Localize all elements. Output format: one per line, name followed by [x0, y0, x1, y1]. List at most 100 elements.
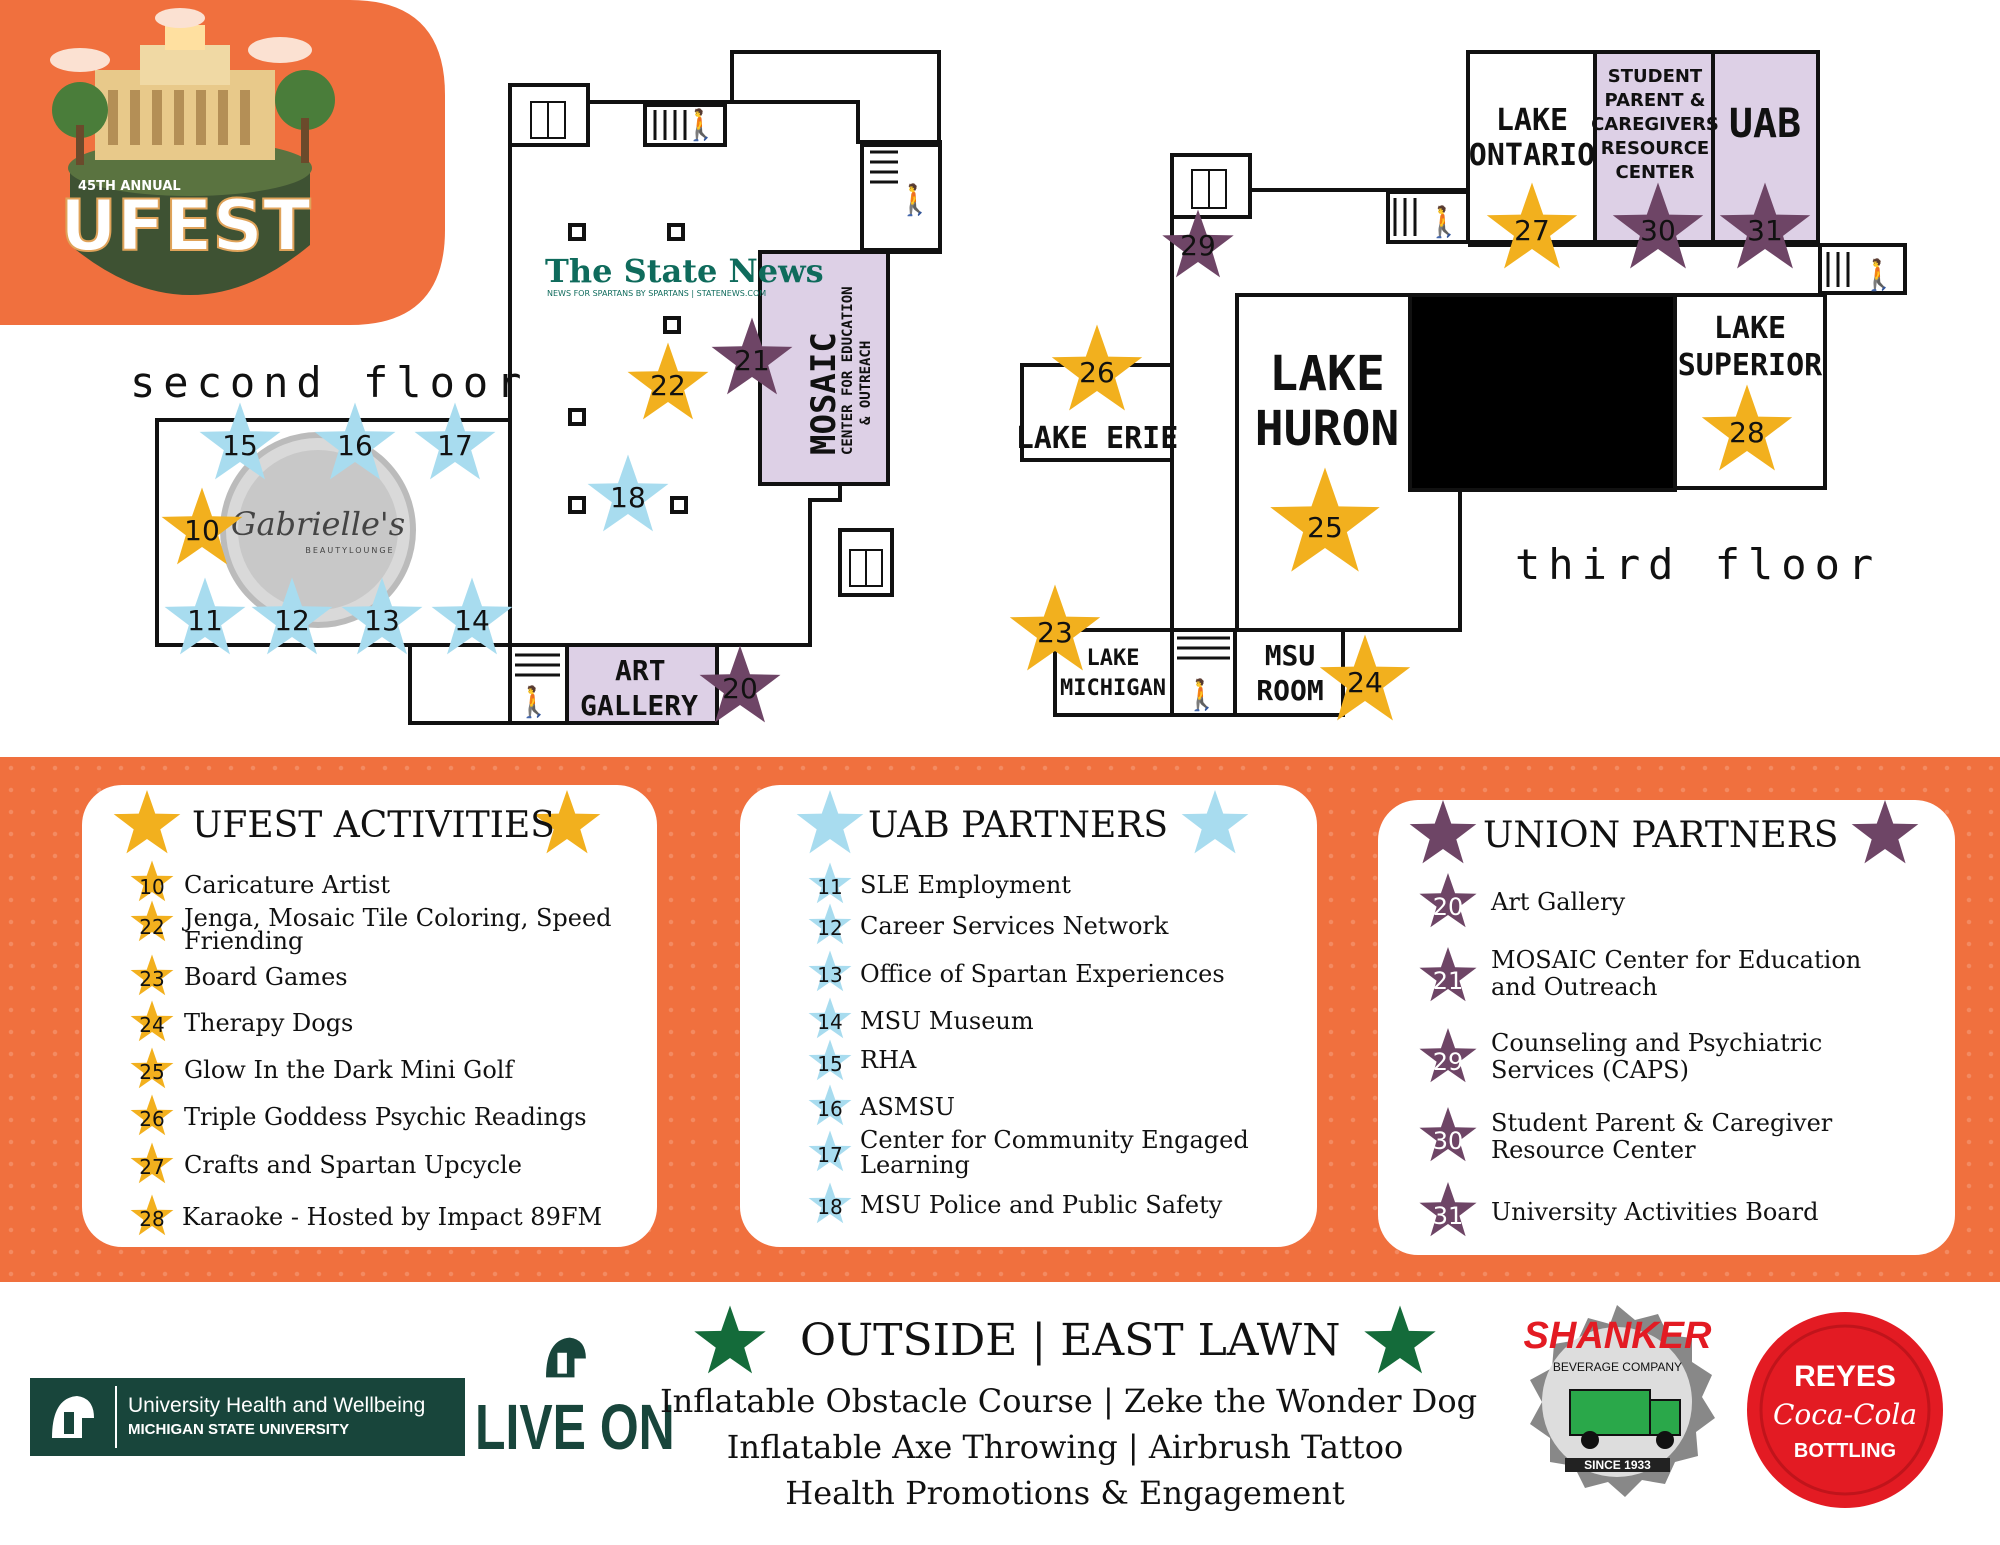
ufest-activities-card: UFEST ACTIVITIES 10 Caricature Artist 22… [82, 785, 657, 1247]
map-stars-layer: 15 16 17 10 11 12 13 14 18 20 21 22 23 2… [161, 182, 1811, 723]
legend-item: Counseling and Psychiatric Services (CAP… [1491, 1029, 1823, 1084]
legend-item: Caricature Artist [184, 871, 391, 899]
star-11-label: 11 [187, 604, 223, 637]
annual-label: 45TH ANNUAL [78, 179, 181, 194]
legend-num: 22 [139, 915, 165, 939]
legend-item: Therapy Dogs [184, 1009, 354, 1037]
outside-line1: Inflatable Obstacle Course | Zeke the Wo… [660, 1382, 1478, 1420]
third-floor-label: third floor [1515, 540, 1882, 589]
legend-item: Board Games [184, 963, 348, 991]
uab-partners-card: UAB PARTNERS 11 SLE Employment 12 Career… [740, 785, 1317, 1247]
legend-item: RHA [860, 1046, 917, 1074]
svg-text:🚶: 🚶 [896, 182, 933, 218]
legend-item: Center for Community Engaged Learning [860, 1126, 1249, 1179]
legend-item: SLE Employment [860, 871, 1071, 899]
live-on-text: LIVE ON [475, 1391, 675, 1463]
mosaic-sub2: & OUTREACH [858, 341, 874, 425]
mosaic-sub1: CENTER FOR EDUCATION [840, 286, 856, 455]
ufest-activities-title: UFEST ACTIVITIES [192, 805, 555, 846]
star-10-label: 10 [184, 514, 220, 547]
event-name: UFEST [60, 185, 311, 267]
legend-num: 30 [1432, 1127, 1464, 1155]
stairs-superior [1818, 243, 1907, 295]
outside-line2: Inflatable Axe Throwing | Airbrush Tatto… [726, 1428, 1404, 1466]
legend-num: 14 [817, 1010, 843, 1034]
elevator-third [1170, 153, 1252, 219]
pillars [568, 223, 688, 514]
legend-item: Jenga, Mosaic Tile Coloring, Speed Frien… [184, 904, 612, 955]
legend-num: 13 [817, 963, 843, 987]
green-star-left [694, 1305, 766, 1374]
star-28-label: 28 [1729, 416, 1765, 449]
legend-num: 11 [817, 875, 843, 899]
ufest-logo-panel: 45TH ANNUAL UFEST [0, 0, 445, 325]
union-stars [1409, 800, 1919, 1237]
star-12-label: 12 [274, 604, 310, 637]
blocked-area [1408, 293, 1677, 492]
lake-superior-room [1673, 293, 1827, 490]
legend-item: MSU Museum [860, 1007, 1034, 1035]
lake-erie-label: LAKE ERIE [1016, 421, 1179, 456]
legend-num: 26 [139, 1107, 165, 1131]
green-star-right [1364, 1305, 1436, 1374]
mosaic-label: MOSAIC [804, 332, 844, 455]
art-gallery-label-2: GALLERY [580, 689, 698, 722]
svg-text:🚶: 🚶 [682, 107, 719, 143]
stairs-icon [515, 110, 898, 677]
legend-num: 17 [817, 1143, 843, 1167]
uhw-line1: University Health and Wellbeing [128, 1394, 426, 1417]
lake-superior-label-2: SUPERIOR [1678, 348, 1823, 383]
shanker-name: SHANKER [1523, 1315, 1712, 1357]
star-18-label: 18 [610, 481, 646, 514]
msu-room-label: MSU [1265, 639, 1316, 672]
svg-text:BEAUTYLOUNGE: BEAUTYLOUNGE [305, 546, 394, 555]
uab-partners-title: UAB PARTNERS [868, 805, 1169, 846]
star-14-label: 14 [454, 604, 490, 637]
shanker-sponsor: SHANKER BEVERAGE COMPANY SINCE 1933 [1510, 1300, 1725, 1500]
legend-item: Crafts and Spartan Upcycle [184, 1151, 522, 1179]
star-31-label: 31 [1747, 214, 1783, 247]
legend-item: Career Services Network [860, 912, 1169, 940]
elevator-icon [530, 101, 883, 587]
bottling-text: BOTTLING [1793, 1440, 1897, 1462]
ufest-logo: 45TH ANNUAL UFEST [0, 0, 445, 325]
svg-text:🚶: 🚶 [515, 684, 552, 720]
legend-num: 10 [139, 875, 165, 899]
stairs-michigan [1170, 628, 1237, 717]
star-30-label: 30 [1640, 214, 1676, 247]
lake-ontario-label: LAKE [1496, 103, 1568, 138]
spcrc-label-1: STUDENT [1608, 66, 1703, 87]
legend-num: 29 [1432, 1048, 1464, 1076]
spartan-helmet-icon [546, 1337, 586, 1378]
stair-walker-icon: 🚶 🚶 🚶 [515, 107, 933, 720]
star-27-label: 27 [1514, 214, 1550, 247]
lake-huron-label-2: HURON [1255, 401, 1400, 457]
star-16-label: 16 [337, 429, 373, 462]
spartan-helmet-icon [42, 1388, 102, 1446]
star-21-label: 21 [734, 344, 770, 377]
legend-num: 25 [139, 1060, 165, 1084]
spcrc-label-2: PARENT & [1605, 90, 1706, 111]
uhw-line2: MICHIGAN STATE UNIVERSITY [128, 1421, 350, 1438]
second-floor-map: 🚶 🚶 🚶 The State News NEWS FOR SPARTANS BY … [155, 50, 942, 725]
stairs-bottom [508, 643, 569, 725]
legend-item: Glow In the Dark Mini Golf [184, 1056, 514, 1084]
star-24-label: 24 [1347, 666, 1383, 699]
stair-walker-icon: 🚶🚶🚶 [1183, 204, 1897, 713]
elevator-icon [1191, 169, 1227, 209]
legend-num: 16 [817, 1097, 843, 1121]
outside-line3: Health Promotions & Engagement [785, 1474, 1345, 1512]
reyes-text: REYES [1794, 1360, 1896, 1393]
cocacola-text: Coca-Cola [1772, 1398, 1918, 1431]
state-news-logo: The State News [545, 252, 824, 290]
art-gallery-label-1: ART [615, 654, 666, 687]
lake-huron-label: LAKE [1269, 346, 1385, 402]
union-partners-title: UNION PARTNERS [1483, 815, 1839, 856]
second-floor-label: second floor [130, 358, 530, 407]
svg-text:🚶: 🚶 [1425, 204, 1462, 240]
state-news-tagline: NEWS FOR SPARTANS BY SPARTANS | STATENEW… [547, 289, 766, 298]
legend-item: Karaoke - Hosted by Impact 89FM [182, 1203, 603, 1231]
spcrc-label-4: RESOURCE [1601, 138, 1709, 159]
legend-item: University Activities Board [1491, 1198, 1819, 1226]
stairs-ontario [1386, 190, 1470, 244]
